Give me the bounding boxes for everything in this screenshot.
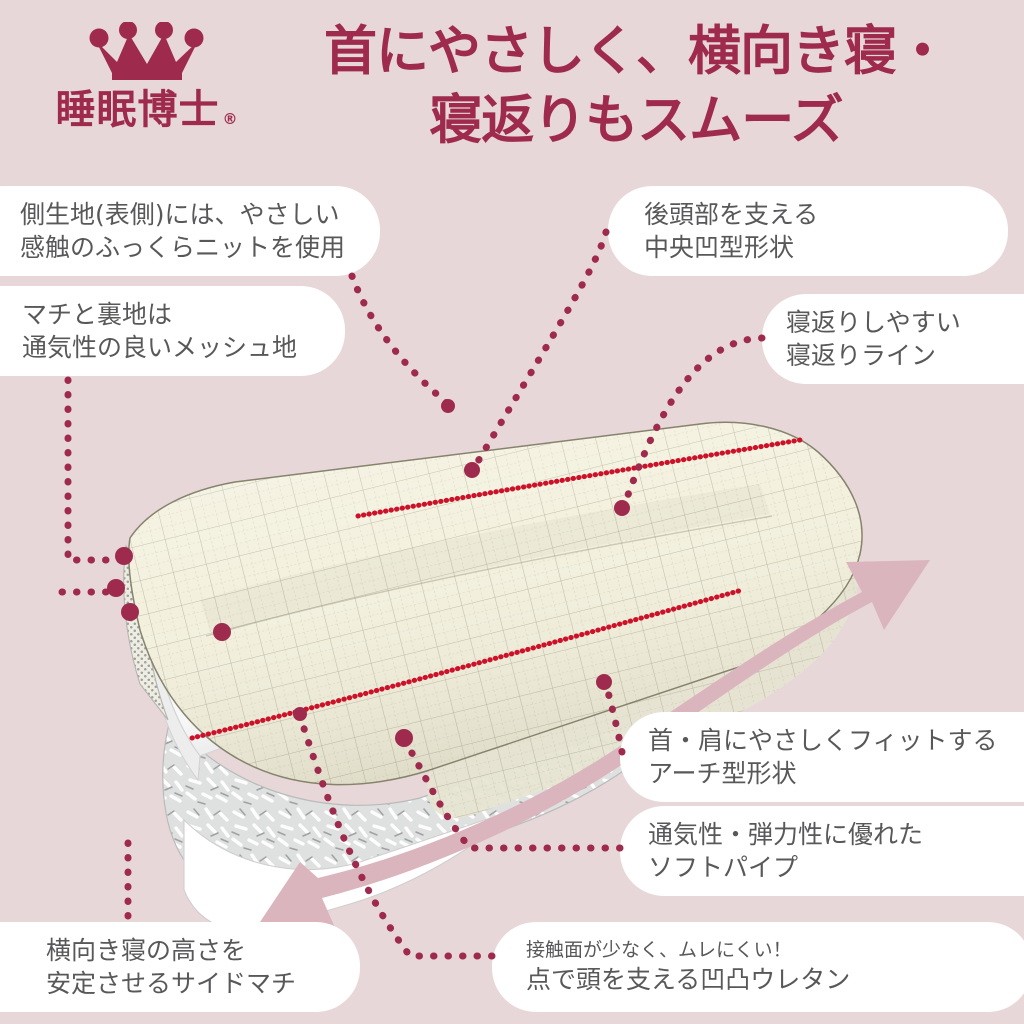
turning-line-stitching	[189, 437, 803, 741]
brand-wordmark: 睡眠博士 ®	[56, 90, 239, 130]
pillow-top-cover	[127, 421, 863, 786]
arch-direction-arrow	[252, 560, 930, 934]
callout-occiput-support: 後頭部を支える 中央凹型形状	[608, 186, 1008, 276]
callout-line: 通気性の良いメッシュ地	[22, 333, 298, 362]
callout-line-small: 接触面が少なく、ムレにくい！	[526, 938, 792, 961]
callout-line: 寝返りライン	[786, 341, 937, 370]
callout-line: ソフトパイプ	[648, 853, 799, 882]
callout-line: 横向き寝の高さを	[46, 936, 247, 965]
brand-name: 睡眠博士	[55, 87, 220, 133]
callout-line: 中央凹型形状	[644, 233, 795, 262]
callout-line: マチと裏地は	[22, 300, 173, 329]
brand-logo: 睡眠博士 ®	[36, 22, 258, 160]
callout-line: 寝返りしやすい	[786, 308, 961, 337]
callout-arch-shape: 首・肩にやさしくフィットする アーチ型形状	[620, 712, 1024, 802]
page-title: 首にやさしく、横向き寝・ 寝返りもスムーズ	[258, 18, 1014, 168]
callout-line: 点で頭を支える凹凸ウレタン	[526, 965, 851, 995]
callout-gusset-lining: マチと裏地は 通気性の良いメッシュ地	[0, 286, 345, 376]
callout-line: 側生地(表側)には、やさしい	[20, 200, 340, 229]
callout-line: 後頭部を支える	[644, 200, 819, 229]
crown-icon	[89, 22, 204, 80]
callout-line: 安定させるサイドマチ	[46, 969, 297, 998]
callout-line: 感触のふっくらニットを使用	[20, 233, 346, 262]
callout-side-gusset: 横向き寝の高さを 安定させるサイドマチ	[0, 922, 360, 1012]
headline-line-2: 寝返りもスムーズ	[429, 89, 843, 151]
header-band: 睡眠博士 ® 首にやさしく、横向き寝・ 寝返りもスムーズ	[0, 0, 1024, 178]
headline-line-1: 首にやさしく、横向き寝・	[324, 21, 949, 82]
callout-turning-line: 寝返りしやすい 寝返りライン	[762, 294, 1024, 384]
callout-line: アーチ型形状	[648, 759, 797, 788]
callout-soft-pipe: 通気性・弾力性に優れた ソフトパイプ	[620, 806, 1024, 896]
registered-mark: ®	[222, 110, 239, 128]
callout-line: 首・肩にやさしくフィットする	[648, 726, 998, 755]
callout-urethane: 接触面が少なく、ムレにくい！ 点で頭を支える凹凸ウレタン	[492, 922, 1024, 1012]
callout-outer-fabric: 側生地(表側)には、やさしい 感触のふっくらニットを使用	[0, 186, 380, 276]
callout-line: 通気性・弾力性に優れた	[648, 820, 924, 849]
